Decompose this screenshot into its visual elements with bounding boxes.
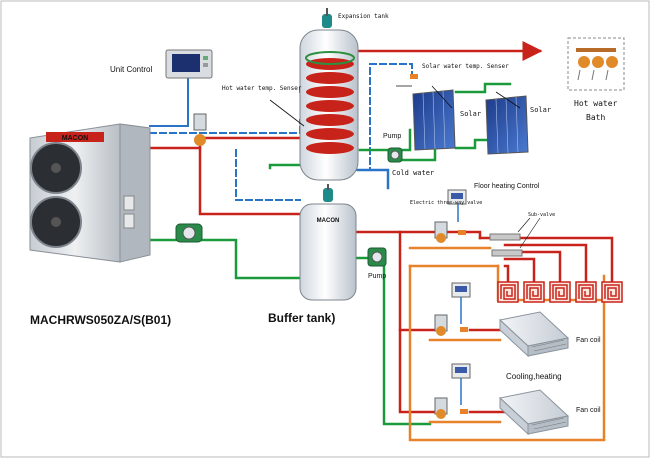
pipe-network <box>148 41 614 442</box>
cooling-heating-label: Cooling,heating <box>506 372 562 381</box>
bath-label: Bath <box>586 113 605 122</box>
pump-icon <box>175 223 203 243</box>
pump-icon <box>387 147 403 163</box>
heat-pump-outdoor-unit: MACON <box>29 123 151 263</box>
electric-valve-label: Electric three-way valve <box>410 200 482 206</box>
thermostat-icon <box>451 363 471 379</box>
expansion-tank-label: Expansion tank <box>338 13 389 20</box>
floor-heating-icon <box>497 281 623 303</box>
solar-panel-icon <box>412 89 456 151</box>
solar-label-2: Solar <box>530 106 551 114</box>
fan-coil-label-2: Fan coil <box>576 407 601 414</box>
solar-panel-icon <box>485 95 529 155</box>
expansion-tank <box>322 8 332 28</box>
brand-text: MACON <box>62 135 88 142</box>
unit-control-label: Unit Control <box>110 65 152 74</box>
fan-coil-label-1: Fan coil <box>576 337 601 344</box>
hot-water-sensor-label: Hot water temp. Senser <box>222 85 302 92</box>
hot-water-tank <box>299 29 359 181</box>
cold-water-label: Cold water <box>392 169 434 177</box>
pump-buffer-label: Pump <box>368 273 386 280</box>
floor-heating-control-label: Floor heating Control <box>474 183 540 190</box>
shower-icon <box>567 37 625 91</box>
brand-text-tank: MACON <box>317 218 340 224</box>
fan-coil-icon[interactable] <box>498 311 570 358</box>
hot-water-label: Hot water <box>574 99 618 108</box>
thermostat-icon <box>451 282 471 298</box>
pump-solar-label: Pump <box>383 133 401 140</box>
thermostat-icon <box>447 189 467 205</box>
buffer-tank: MACON <box>299 184 357 301</box>
fan-coil-icon[interactable] <box>498 389 570 436</box>
unit-control-panel[interactable] <box>165 49 213 79</box>
valve-icon <box>434 397 448 419</box>
manifold <box>489 233 523 257</box>
buffer-tank-label: Buffer tank) <box>268 311 335 325</box>
sub-valve-label: Sub-valve <box>528 212 555 218</box>
valve-icon <box>434 314 448 336</box>
valve-icon <box>193 113 207 146</box>
pump-icon <box>367 247 387 267</box>
model-label: MACHRWS050ZA/S(B01) <box>30 313 171 327</box>
solar-sensor-label: Solar water temp. Senser <box>422 63 509 70</box>
valve-icon <box>434 221 448 243</box>
brand-plate <box>46 132 104 142</box>
solar-label-1: Solar <box>460 110 481 118</box>
